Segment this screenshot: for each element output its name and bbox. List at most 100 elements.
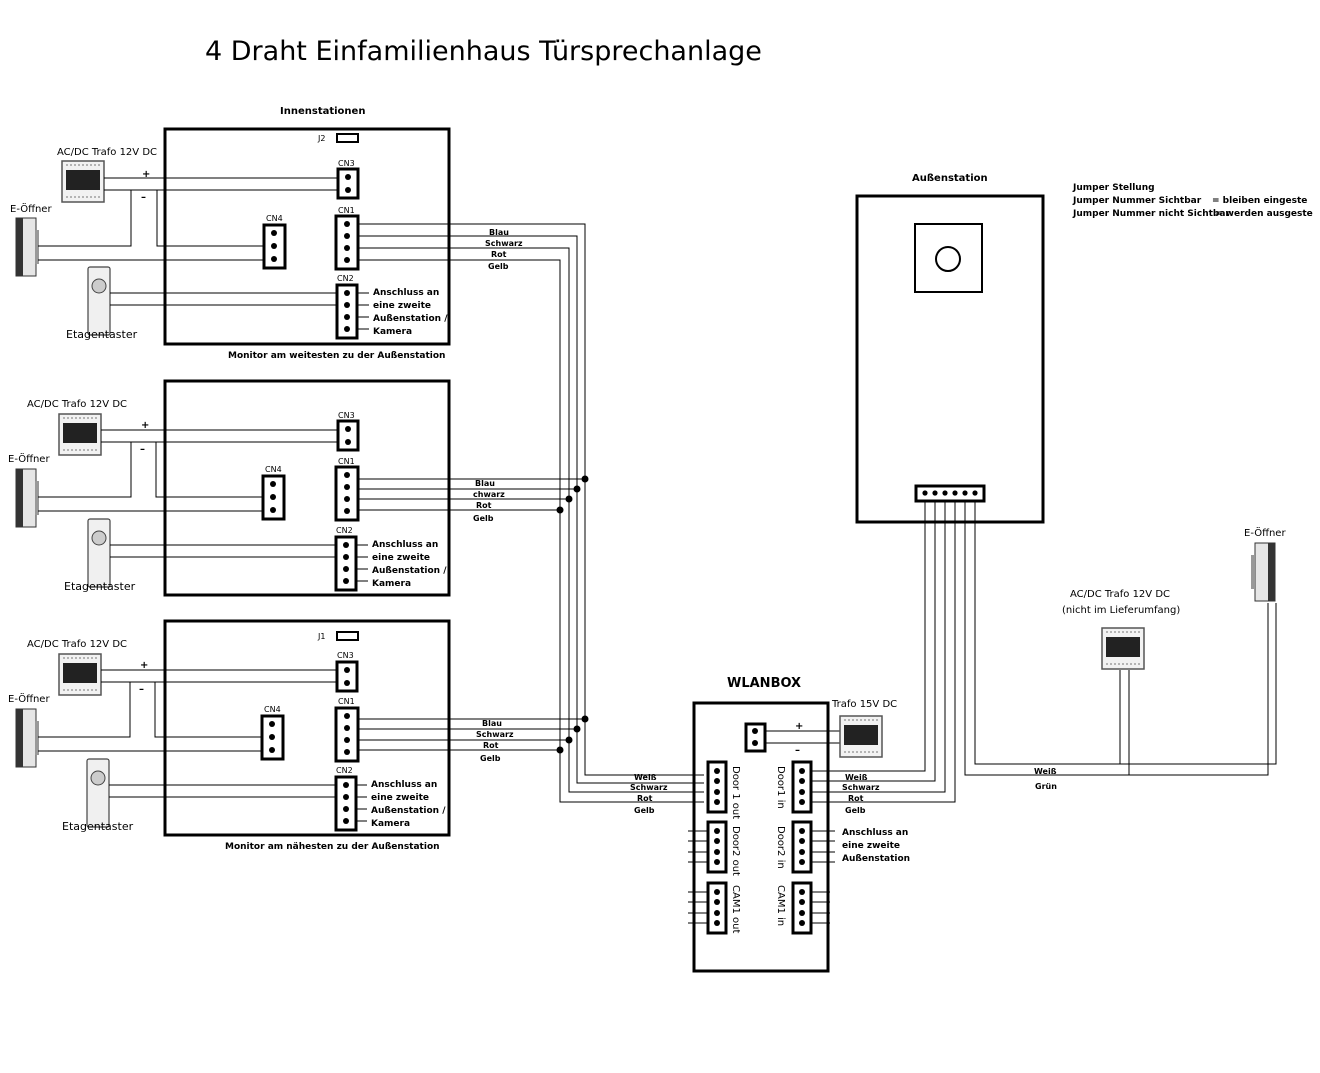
bus-junctions <box>556 475 589 754</box>
wire-label-blau: Blau <box>489 228 509 237</box>
cn2-connector <box>335 283 359 340</box>
cn4-label: CN4 <box>266 214 283 223</box>
wire-label-gelb: Gelb <box>473 514 494 523</box>
cn3-label: CN3 <box>338 411 355 420</box>
box-wire-label-weiss: Weiß <box>845 773 868 782</box>
door-opener-icon <box>15 708 39 768</box>
wire-label-schwarz: Schwarz <box>476 730 514 739</box>
cn4-label: CN4 <box>265 465 282 474</box>
floor-button-icon <box>87 266 111 336</box>
trafo-label: AC/DC Trafo 12V DC <box>57 147 157 158</box>
cn2-connector <box>334 535 358 592</box>
box-wire-label-weiss: Weiß <box>634 773 657 782</box>
taster-label: Etagentaster <box>64 580 136 593</box>
monitor-1-caption: Monitor am weitesten zu der Außenstation <box>228 351 445 361</box>
monitor-3: J1 CN3 CN4 CN1 CN2 Anschluss an eine zwe… <box>8 619 514 852</box>
plus-label: + <box>140 660 148 671</box>
monitor-1: J2 CN3 CN4 CN1 CN2 Anschluss an eine zwe… <box>10 127 523 361</box>
wire-label-gelb: Gelb <box>480 754 501 763</box>
cam1-out-label: CAM1 out <box>730 885 741 933</box>
jumper-line1: Jumper Nummer Sichtbar <box>1072 196 1202 206</box>
cam1-in-label: CAM1 in <box>775 885 786 926</box>
outdoor-wires <box>811 501 1277 803</box>
outdoor-station-frame <box>855 194 1045 524</box>
aussenstation-label: Außenstation <box>912 173 988 184</box>
plus-label: + <box>141 420 149 431</box>
door2-out-connector <box>706 820 728 874</box>
cn2-note-line: Außenstation / <box>372 566 447 576</box>
door-opener-icon <box>1251 542 1276 602</box>
door1-out-connector <box>706 760 728 814</box>
taster-label: Etagentaster <box>66 328 138 341</box>
jumper-j1-label: J1 <box>317 632 325 641</box>
cam1-in-connector <box>791 881 813 935</box>
power-connector <box>744 722 767 753</box>
cn2-note-line: Kamera <box>371 819 410 829</box>
cn2-label: CN2 <box>337 274 354 283</box>
cn1-connector <box>334 465 360 522</box>
jumper-line2-value: = werden ausgeste <box>1215 209 1313 219</box>
door2-in-connector <box>791 820 813 874</box>
trafo-label: AC/DC Trafo 12V DC <box>27 399 127 410</box>
taster-label: Etagentaster <box>62 820 134 833</box>
floor-button-icon <box>87 518 111 588</box>
box-wire-label-schwarz: Schwarz <box>842 783 880 792</box>
wire-label-rot: Rot <box>476 501 492 510</box>
plus-label: + <box>142 169 150 180</box>
wire-label-rot: Rot <box>483 741 499 750</box>
wire-label-rot: Rot <box>491 250 507 259</box>
jumper-heading: Jumper Stellung <box>1072 183 1155 193</box>
jumper-legend: Jumper Stellung Jumper Nummer Sichtbar =… <box>1072 183 1313 219</box>
box-wire-label-gelb: Gelb <box>845 806 866 815</box>
box-wire-label-rot: Rot <box>848 794 864 803</box>
door2-in-label: Door2 in <box>775 826 786 869</box>
cn2-label: CN2 <box>336 766 353 775</box>
power-supply-icon <box>58 653 102 696</box>
cn2-note-line: Außenstation / <box>373 314 448 324</box>
minus-label: – <box>141 192 146 203</box>
cam1-out-connector <box>706 881 728 935</box>
cn2-note-line: eine zweite <box>372 553 430 563</box>
outdoor-terminal <box>914 484 986 503</box>
trafo-label: AC/DC Trafo 12V DC <box>27 639 127 650</box>
door1-in-connector <box>791 760 813 814</box>
jumper-line1-value: = bleiben eingeste <box>1212 196 1307 206</box>
opener-label: E-Öffner <box>10 202 52 215</box>
cn2-note-line: Anschluss an <box>373 288 439 298</box>
box-wire-label-rot: Rot <box>637 794 653 803</box>
cn4-label: CN4 <box>264 705 281 714</box>
outdoor-trafo-note: (nicht im Lieferumfang) <box>1062 605 1180 616</box>
door-opener-icon <box>15 468 39 528</box>
jumper-j2-label: J2 <box>317 134 325 143</box>
camera-lens-icon <box>935 246 961 272</box>
opener-label: E-Öffner <box>8 452 50 465</box>
cn1-label: CN1 <box>338 697 355 706</box>
cn2-connector <box>334 775 358 832</box>
wire-label-blau: Blau <box>475 479 495 488</box>
cn1-connector <box>334 214 360 271</box>
cn2-note-line: Kamera <box>372 579 411 589</box>
jumper-line2: Jumper Nummer nicht Sichtbar <box>1072 209 1230 219</box>
minus-label: – <box>139 684 144 695</box>
cn3-label: CN3 <box>337 651 354 660</box>
innenstationen-label: Innenstationen <box>280 106 365 117</box>
door-opener-icon <box>15 217 39 277</box>
monitor-3-caption: Monitor am nähesten zu der Außenstation <box>225 842 440 852</box>
cn2-note-line: eine zweite <box>373 301 431 311</box>
door2-in-note: Anschluss an <box>842 828 908 838</box>
power-supply-icon <box>58 413 102 456</box>
wlanbox-label: WLANBOX <box>727 676 801 691</box>
monitor-3-frame <box>163 619 451 837</box>
jumper-j1 <box>336 631 359 641</box>
bus-wires <box>358 223 704 803</box>
monitor-2: CN3 CN4 CN1 CN2 Anschluss an eine zweite… <box>8 379 505 597</box>
box-plus-label: + <box>795 721 803 732</box>
cn1-connector <box>334 706 360 763</box>
cn3-connector <box>335 660 359 693</box>
cn2-note-line: Kamera <box>373 327 412 337</box>
outdoor-opener-label: E-Öffner <box>1244 526 1286 539</box>
outdoor-wire-label-gruen: Grün <box>1035 782 1057 791</box>
aussenstation: Außenstation <box>855 173 1045 524</box>
wire-label-gelb: Gelb <box>488 262 509 271</box>
